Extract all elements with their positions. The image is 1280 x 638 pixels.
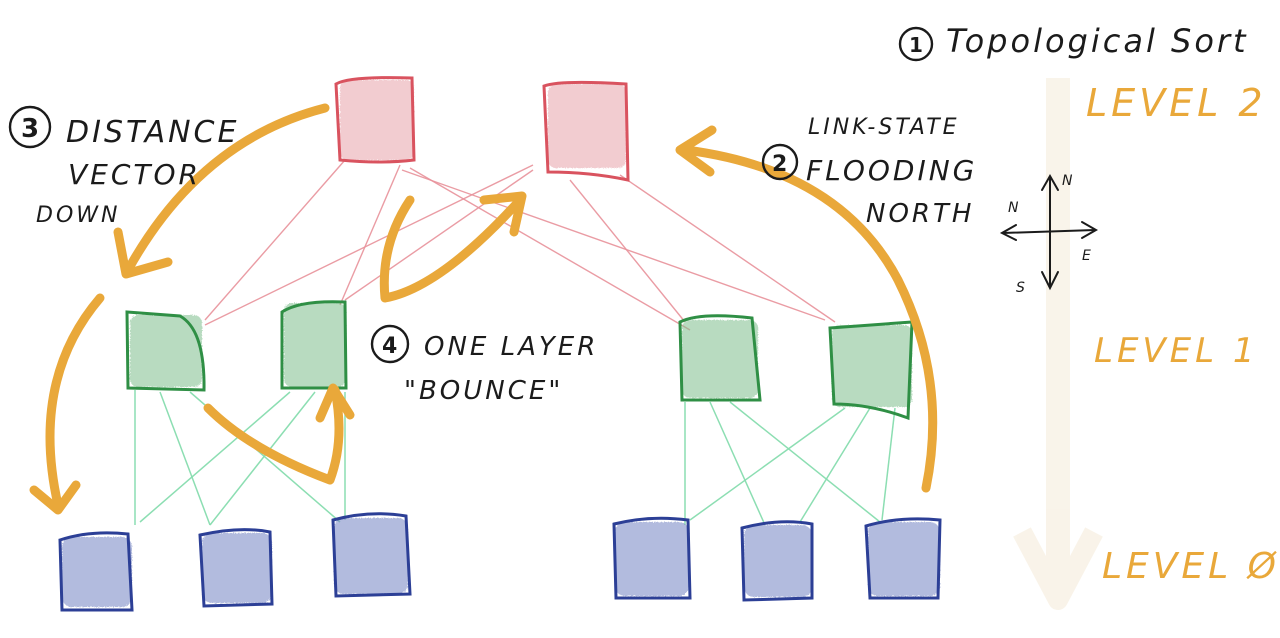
compass-west-label: N [1008,200,1019,216]
step2-line2: NORTH [866,199,974,229]
leaf-node[interactable] [125,310,206,392]
title-group: 1 Topological Sort [898,22,1249,62]
step2-line0: LINK-STATE [808,115,960,140]
step3-line3: DOWN [36,203,120,228]
step4-annotation: 4 ONE LAYER "BOUNCE" [370,324,598,406]
level0-nodes [58,512,942,612]
title-text: Topological Sort [946,22,1249,60]
leaf-links [134,390,896,526]
step2-annotation: LINK-STATE 2 FLOODING NORTH [761,115,977,229]
distance-vector-down-arrow [113,103,330,279]
tor-node[interactable] [331,512,412,598]
flooding-north-arrow [675,125,938,493]
topological-sort-arrow [1013,78,1103,610]
bounce-arrow-up [379,191,527,303]
spine-links [204,159,836,331]
leaf-node[interactable] [828,320,914,421]
distance-vector-down-arrow-2 [29,293,105,515]
level1-label: LEVEL 1 [1094,331,1259,371]
tor-node[interactable] [612,516,692,600]
step2-number: 2 [772,152,787,177]
step4-line2: "BOUNCE" [404,376,563,406]
leaf-node[interactable] [280,300,348,390]
level2-label: LEVEL 2 [1086,81,1267,125]
level2-nodes [334,76,630,182]
step2-line1: FLOODING [806,154,977,187]
step4-number: 4 [382,334,397,359]
tor-node[interactable] [198,528,274,608]
compass-south-label: S [1016,280,1025,296]
step3-line1: DISTANCE [66,115,239,150]
leaf-node[interactable] [678,314,762,402]
compass-east-label: E [1082,248,1091,264]
compass-north-label: N [1062,173,1073,189]
step3-line2: VECTOR [68,158,201,191]
tor-node[interactable] [864,517,942,600]
level0-label: LEVEL Ø [1102,546,1280,587]
tor-node[interactable] [740,520,814,602]
bounce-arrow-lower [203,383,355,485]
level1-nodes [125,300,914,421]
compass-icon: N N E S [999,173,1099,296]
spine-node[interactable] [542,80,630,182]
step4-line1: ONE LAYER [424,332,598,362]
title-step-number: 1 [909,33,923,57]
step3-number: 3 [21,114,39,144]
step3-annotation: 3 DISTANCE VECTOR DOWN [8,105,239,228]
spine-node[interactable] [334,76,416,164]
tor-node[interactable] [58,531,134,612]
